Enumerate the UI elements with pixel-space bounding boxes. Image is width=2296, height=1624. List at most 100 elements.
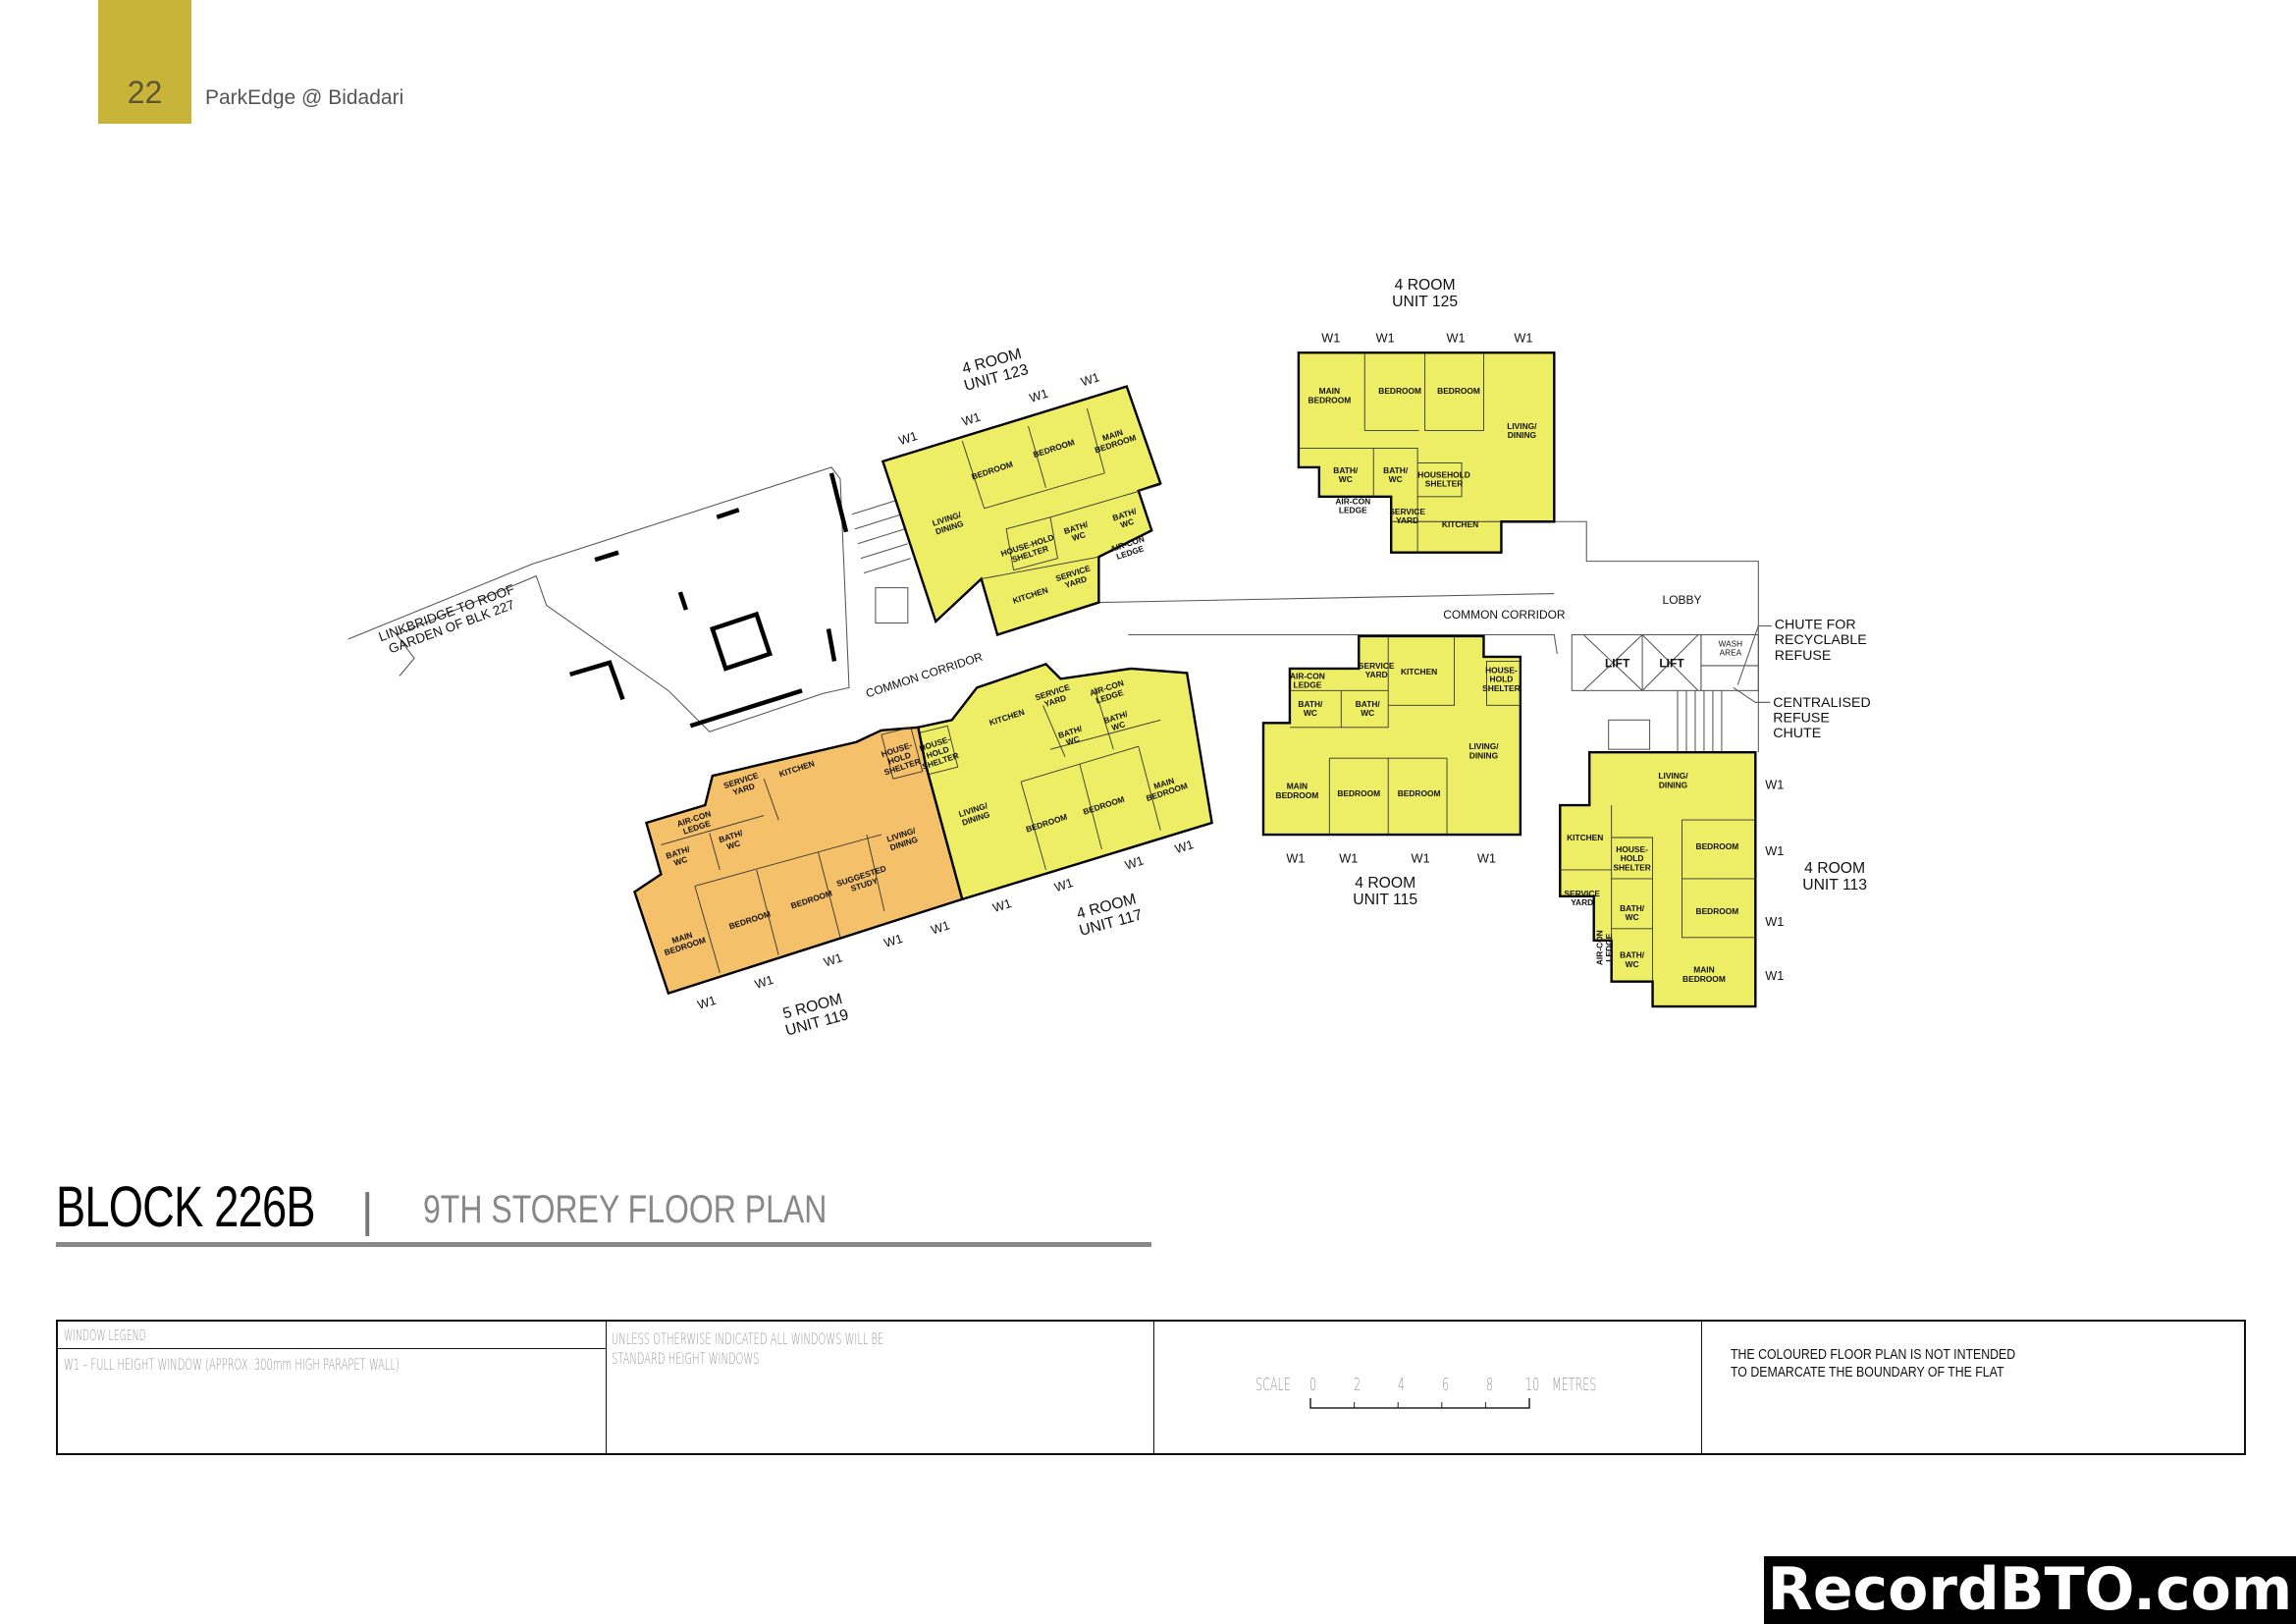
window-label-w1: W1 <box>929 917 951 937</box>
walls <box>569 472 849 729</box>
staircase <box>851 499 1723 753</box>
title-underline <box>56 1242 1151 1247</box>
unit-119-floor-area <box>633 726 964 996</box>
unit-123-room-walls <box>961 407 1161 580</box>
window-label-w1: W1 <box>822 949 844 969</box>
lift-label: LIFT <box>1605 656 1630 670</box>
page-number: 22 <box>127 75 163 110</box>
lift-label: LIFT <box>1659 656 1684 670</box>
window-legend-w1: W1 – FULL HEIGHT WINDOW (APPROX. 300mm H… <box>64 1355 400 1374</box>
window-label-w1: W1 <box>1412 850 1430 865</box>
unit-125-floor-area <box>1297 351 1556 554</box>
room-label: BEDROOM <box>1378 386 1421 396</box>
unit-115-floor-area <box>1261 634 1522 837</box>
disclaimer-line1: THE COLOURED FLOOR PLAN IS NOT INTENDED <box>1731 1347 2016 1363</box>
unit-115 <box>1261 634 1522 837</box>
chute-leader <box>1733 686 1771 703</box>
scale-tick-0: 0 <box>1309 1375 1317 1395</box>
window-label-w1: W1 <box>1173 837 1196 856</box>
unit-113 <box>1559 751 1757 1008</box>
window-label-w1: W1 <box>1052 875 1075 894</box>
floor-title: 9TH STOREY FLOOR PLAN <box>423 1188 828 1231</box>
lobby-outline <box>1554 520 1759 753</box>
window-label-w1: W1 <box>1286 850 1305 865</box>
unit-113-floor-area <box>1559 751 1757 1008</box>
legend-table: WINDOW LEGEND W1 – FULL HEIGHT WINDOW (A… <box>56 1320 2246 1455</box>
common-structure <box>347 466 1772 753</box>
window-label-w1: W1 <box>1339 850 1358 865</box>
common-corridor-label: COMMON CORRIDOR <box>864 650 985 701</box>
room-label: AIR-CONLEDGE <box>1595 930 1614 965</box>
room-label: KITCHEN <box>1401 667 1437 677</box>
window-note-line2: STANDARD HEIGHT WINDOWS <box>612 1349 760 1368</box>
room-label: BATH/WC <box>1111 506 1141 531</box>
linkbridge-outline <box>347 466 850 732</box>
unit-123 <box>881 385 1162 637</box>
title-separator: | <box>361 1185 374 1237</box>
scale-ruler <box>1309 1398 1530 1409</box>
scale-unit: METRES <box>1552 1375 1597 1395</box>
unit-115-room-walls <box>1289 635 1522 836</box>
linkbridge-label: LINKBRIDGE TO ROOFGARDEN OF BLK 227 <box>377 581 521 658</box>
legend-column-divider <box>1153 1322 1154 1453</box>
scale-tick-6: 6 <box>1442 1375 1450 1395</box>
unit-119-title: 5 ROOMUNIT 119 <box>779 991 850 1040</box>
room-label: KITCHEN <box>1567 833 1603 842</box>
unit-117-title: 4 ROOMUNIT 117 <box>1073 891 1144 940</box>
window-label-w1: W1 <box>882 931 905 950</box>
window-label-w1: W1 <box>990 895 1013 915</box>
legend-column-divider <box>1701 1322 1702 1453</box>
corridor-line <box>1098 593 1555 604</box>
room-label: BATH/WC <box>1298 699 1323 718</box>
window-label-w1: W1 <box>1079 369 1101 389</box>
room-label: BATH/WC <box>1620 950 1645 969</box>
window-label-w1: W1 <box>1765 778 1784 792</box>
window-label-w1: W1 <box>1477 850 1496 865</box>
scale-bar: SCALE 0 2 4 6 8 10 METRES <box>1255 1371 1629 1420</box>
unit-125 <box>1297 351 1556 554</box>
room-label: BATH/WC <box>1383 465 1409 484</box>
room-label: BEDROOM <box>1437 386 1480 396</box>
room-label: BATH/WC <box>1102 709 1132 734</box>
room-label: BATH/WC <box>1057 724 1087 749</box>
wash-area <box>1700 633 1759 691</box>
scale-tick-10: 10 <box>1525 1375 1540 1395</box>
scale-label: SCALE <box>1255 1375 1291 1395</box>
window-note-line1: UNLESS OTHERWISE INDICATED ALL WINDOWS W… <box>612 1329 884 1348</box>
legend-column-divider <box>606 1322 607 1453</box>
room-label: BEDROOM <box>1398 788 1441 798</box>
window-label-w1: W1 <box>1446 331 1465 346</box>
room-label: BEDROOM <box>1337 788 1380 798</box>
scale-tick-4: 4 <box>1398 1375 1406 1395</box>
window-label-w1: W1 <box>960 409 983 429</box>
watermark: RecordBTO.com <box>1764 1556 2296 1624</box>
room-label: BATH/WC <box>1333 465 1359 484</box>
window-label-w1: W1 <box>1321 331 1340 346</box>
window-label-w1: W1 <box>1765 914 1784 929</box>
window-label-w1: W1 <box>753 972 775 992</box>
room-label: BATH/WC <box>718 828 747 853</box>
window-label-w1: W1 <box>1123 853 1146 873</box>
window-label-w1: W1 <box>1514 331 1532 346</box>
unit-119 <box>633 726 964 996</box>
disclaimer-line2: TO DEMARCATE THE BOUNDARY OF THE FLAT <box>1731 1365 2004 1380</box>
unit-117-room-walls <box>911 687 1161 871</box>
scale-tick-8: 8 <box>1486 1375 1494 1395</box>
unit-119-room-walls <box>661 727 924 973</box>
